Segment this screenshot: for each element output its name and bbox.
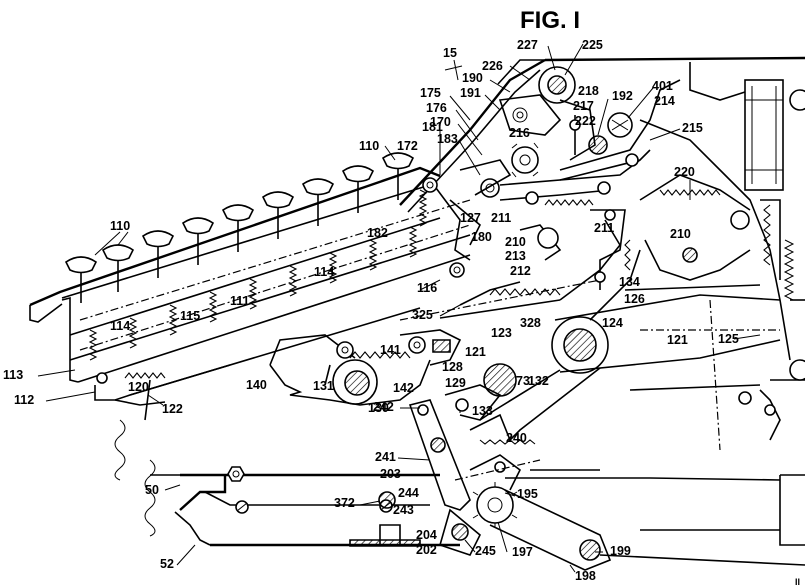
numeral-325: 325 <box>412 308 433 322</box>
numeral-215: 215 <box>682 121 703 135</box>
reference-numerals: 15 227 225 226 190 175 191 176 170 218 2… <box>3 38 739 583</box>
machine-frame <box>114 56 805 566</box>
numeral-401: 401 <box>652 79 673 93</box>
numeral-73: 73 <box>516 374 530 388</box>
numeral-192: 192 <box>612 89 633 103</box>
lower-drive <box>378 384 612 571</box>
numeral-226: 226 <box>482 59 503 73</box>
numeral-129: 129 <box>445 376 466 390</box>
numeral-115: 115 <box>180 309 200 323</box>
numeral-112: 112 <box>14 393 34 407</box>
numeral-191: 191 <box>460 86 481 100</box>
numeral-114-lower: 114 <box>110 319 130 333</box>
numeral-141: 141 <box>380 343 401 357</box>
numeral-113: 113 <box>3 368 23 382</box>
numeral-172: 172 <box>397 139 418 153</box>
numeral-199: 199 <box>610 544 631 558</box>
numeral-110-top: 110 <box>359 139 379 153</box>
numeral-111: 111 <box>230 294 250 308</box>
numeral-210-right: 210 <box>670 227 691 241</box>
numeral-245: 245 <box>475 544 496 558</box>
numeral-202: 202 <box>416 543 437 557</box>
numeral-213: 213 <box>505 249 526 263</box>
leader-lines <box>37 43 761 573</box>
keyboard-assembly <box>29 152 471 421</box>
numeral-128: 128 <box>442 360 463 374</box>
numeral-198: 198 <box>575 569 596 583</box>
upper-mechanism <box>399 58 681 213</box>
edge-fragment: II <box>795 577 800 587</box>
numeral-183: 183 <box>437 132 458 146</box>
numeral-114-upper: 114 <box>314 265 334 279</box>
numeral-227: 227 <box>517 38 538 52</box>
numeral-217: 217 <box>573 99 594 113</box>
numeral-121-right: 121 <box>667 333 688 347</box>
numeral-181: 181 <box>422 120 443 134</box>
numeral-214: 214 <box>654 94 675 108</box>
numeral-52: 52 <box>160 557 174 571</box>
numeral-216: 216 <box>509 126 530 140</box>
numeral-15: 15 <box>443 46 457 60</box>
numeral-211-right: 211 <box>594 221 614 235</box>
numeral-328: 328 <box>520 316 541 330</box>
figure-title: FIG. I <box>520 7 580 34</box>
numeral-225: 225 <box>582 38 603 52</box>
numeral-125: 125 <box>718 332 739 346</box>
numeral-175: 175 <box>420 86 441 100</box>
numeral-110-left: 110 <box>110 219 130 233</box>
numeral-133: 133 <box>472 404 493 418</box>
numeral-204: 204 <box>416 528 437 542</box>
key-caps <box>64 152 415 303</box>
numeral-122: 122 <box>162 402 183 416</box>
numeral-372: 372 <box>334 496 355 510</box>
right-unit <box>624 79 805 451</box>
numeral-140: 140 <box>246 378 267 392</box>
numeral-130: 130 <box>368 401 389 415</box>
numeral-210-left: 210 <box>505 235 526 249</box>
numeral-218: 218 <box>578 84 599 98</box>
numeral-241: 241 <box>375 450 396 464</box>
numeral-180: 180 <box>471 230 492 244</box>
numeral-222: 222 <box>575 114 596 128</box>
numeral-190: 190 <box>462 71 483 85</box>
numeral-197: 197 <box>512 545 533 559</box>
numeral-126: 126 <box>624 292 645 306</box>
numeral-244: 244 <box>398 486 419 500</box>
numeral-242: 242 <box>373 400 394 414</box>
numeral-176: 176 <box>426 101 447 115</box>
numeral-220: 220 <box>674 165 695 179</box>
numeral-212: 212 <box>510 264 531 278</box>
central-linkage <box>269 159 781 441</box>
numeral-170: 170 <box>430 115 451 129</box>
numeral-142: 142 <box>393 381 414 395</box>
numeral-116: 116 <box>417 281 437 295</box>
numeral-195: 195 <box>517 487 538 501</box>
numeral-132: 132 <box>528 374 549 388</box>
numeral-124: 124 <box>602 316 623 330</box>
numeral-50: 50 <box>145 483 159 497</box>
numeral-211-left: 211 <box>491 211 511 225</box>
numeral-134: 134 <box>619 275 640 289</box>
numeral-123: 123 <box>491 326 512 340</box>
numeral-127: 127 <box>460 211 481 225</box>
numeral-120: 120 <box>128 380 149 394</box>
numeral-240: 240 <box>506 431 527 445</box>
numeral-203: 203 <box>380 467 401 481</box>
numeral-121-center: 121 <box>465 345 486 359</box>
numeral-243: 243 <box>393 503 414 517</box>
numeral-131: 131 <box>313 379 334 393</box>
numeral-182: 182 <box>367 226 388 240</box>
